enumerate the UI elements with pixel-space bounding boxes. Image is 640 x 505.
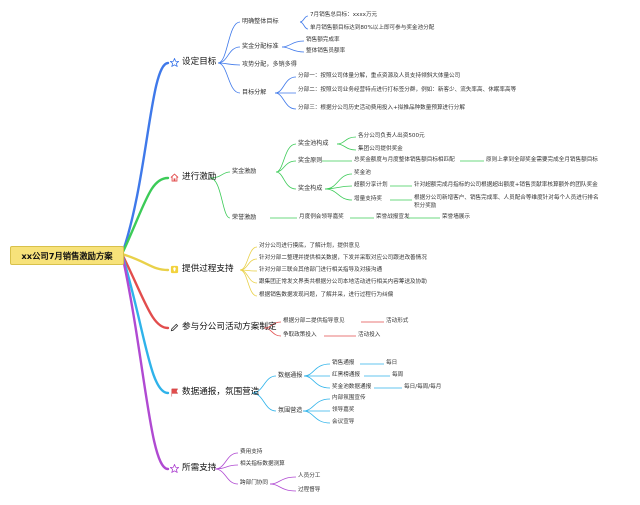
node-internal-promo[interactable]: 内部氛围宣传: [332, 395, 366, 401]
node-principle-note[interactable]: 原则上拿到全部奖金需要完成全月销售额目标: [486, 157, 598, 163]
node-sales-rate[interactable]: 销售额完成率: [306, 37, 340, 43]
node-honor-text[interactable]: 月度例会领导嘉奖: [299, 214, 344, 220]
node-cost-support[interactable]: 费用支持: [240, 449, 263, 455]
node-atmosphere[interactable]: 氛围营造: [278, 407, 303, 414]
node-excess-text[interactable]: 针对超额完成月指标的公司根据超出额度+销售贡献率核算额外的团队奖金: [414, 182, 598, 188]
node-honor-report[interactable]: 荣誉战报宣发: [376, 214, 410, 220]
node-staff-rate[interactable]: 整体销售员额率: [306, 48, 346, 54]
node-division-2[interactable]: 分部二：按照公司业务经营特点进行打标签分群，例如：新客少、流失率高、休眠率高等: [298, 87, 517, 93]
branch-title: 设定目标: [182, 57, 217, 68]
node-division-1[interactable]: 分部一：按照公司体量分解，重点资源及人员支持倾斜大体量公司: [298, 73, 461, 79]
connector-branch-5: [120, 252, 170, 395]
node-overall-goal[interactable]: 明确整体目标: [242, 18, 279, 25]
node-metric-calc[interactable]: 相关指标数据测算: [240, 461, 285, 467]
node-honor-incentive[interactable]: 荣誉激励: [232, 214, 257, 221]
connector-branch-2: [120, 176, 170, 256]
node-bonus-principle[interactable]: 奖金原则: [298, 157, 323, 164]
connector-branch-6: [120, 252, 170, 471]
node-support-5[interactable]: 根据销售数据发现问题，了解并采，进行过程行为纠偏: [259, 292, 394, 298]
connector-branch-3: [120, 252, 170, 272]
node-july-target[interactable]: 7月销售总目标：xxxx万元: [310, 12, 378, 18]
node-pool-group[interactable]: 集团公司提供奖金: [358, 146, 403, 152]
branch-title: 进行激励: [182, 172, 217, 183]
node-ranking-freq[interactable]: 每周: [392, 372, 404, 378]
branch-incentive[interactable]: 进行激励: [170, 173, 216, 182]
node-growth-text[interactable]: 根据分公司新增客户、销售完成率、人员配合等维度针对每个人员进行排名积分奖励: [414, 195, 599, 209]
star-icon: [170, 58, 179, 67]
connector-branch-1: [120, 61, 170, 256]
branch-title: 数据通报，氛围营造: [182, 387, 260, 398]
node-support-3[interactable]: 针对分部三联合其他部门进行相关指导及对接沟通: [259, 267, 383, 273]
node-pool[interactable]: 奖金池: [354, 170, 371, 176]
flag-icon: [171, 388, 179, 397]
root-node[interactable]: xx公司7月销售激励方案: [10, 246, 124, 265]
node-pool-manager[interactable]: 各分公司负责人出资500元: [358, 133, 425, 139]
node-activity-input[interactable]: 活动投入: [358, 332, 381, 338]
star-icon: [170, 464, 179, 473]
node-sales-freq[interactable]: 每日: [386, 360, 398, 366]
node-bonus-incentive[interactable]: 奖金激励: [232, 168, 257, 175]
node-guidance[interactable]: 根据分部二提供指导意见: [283, 318, 345, 324]
branch-title: 提供过程支持: [182, 264, 234, 275]
node-bonus-structure[interactable]: 奖金构成: [298, 185, 323, 192]
node-support-1[interactable]: 对分公司进行摸底，了解计划，提供意见: [259, 243, 360, 249]
branch-title: 参与分公司活动方案制定: [182, 322, 277, 333]
node-eligibility[interactable]: 单月销售额目标达到80%以上即可参与奖金池分配: [310, 25, 435, 31]
node-pool-freq[interactable]: 每日/每周/每月: [404, 384, 442, 390]
node-process-supervision[interactable]: 过程督导: [298, 487, 321, 493]
node-ranking-report[interactable]: 红黑榜通报: [332, 372, 360, 378]
node-cross-dept[interactable]: 跨部门协同: [240, 480, 268, 486]
branch-title: 所需支持: [182, 463, 217, 474]
house-icon: [170, 173, 179, 182]
node-sales-report[interactable]: 销售通报: [332, 360, 355, 366]
node-support-4[interactable]: 跟集团正常发文界责共根据分公司本地活动进行相关内容筹送及协助: [259, 279, 427, 285]
node-bonus-pool[interactable]: 奖金池构成: [298, 140, 329, 147]
connector-branch-4: [120, 252, 170, 330]
node-principle-text[interactable]: 总奖金额度与月度整体销售额目标相匹配: [354, 157, 455, 163]
bulb-icon: [170, 265, 179, 274]
node-meeting[interactable]: 会议宣导: [332, 419, 355, 425]
node-support-2[interactable]: 针对分部二整理并提供相关数据，下发并采取对应公司跟进改善情况: [259, 255, 427, 261]
node-more-sales[interactable]: 攻势分配，多销多得: [242, 61, 297, 68]
node-staff-division[interactable]: 人员分工: [298, 473, 321, 479]
node-honor-wall[interactable]: 荣誉墙展示: [442, 214, 470, 220]
branch-required-support[interactable]: 所需支持: [170, 464, 216, 473]
node-pool-report[interactable]: 奖金池数据通报: [332, 384, 372, 390]
branch-activity-plan[interactable]: 参与分公司活动方案制定: [170, 323, 277, 332]
node-leader-praise[interactable]: 领导嘉奖: [332, 407, 355, 413]
node-goal-breakdown[interactable]: 目标分解: [242, 89, 267, 96]
branch-set-goals[interactable]: 设定目标: [170, 58, 216, 67]
node-data-report[interactable]: 数据通报: [278, 372, 303, 379]
node-bonus-standard[interactable]: 奖金分配标准: [242, 43, 279, 50]
node-growth-award[interactable]: 增量支持奖: [354, 196, 382, 202]
node-policy[interactable]: 争取政策投入: [283, 332, 317, 338]
branch-process-support[interactable]: 提供过程支持: [170, 265, 234, 274]
node-division-3[interactable]: 分部三：根据分公司历史活动费用投入+拟推品种数量预算进行分解: [298, 105, 465, 111]
pencil-icon: [170, 323, 179, 332]
branch-data-report[interactable]: 数据通报，氛围营造: [170, 388, 259, 397]
node-excess-plan[interactable]: 超额分享计划: [354, 182, 388, 188]
node-activity-form[interactable]: 活动形式: [386, 318, 409, 324]
